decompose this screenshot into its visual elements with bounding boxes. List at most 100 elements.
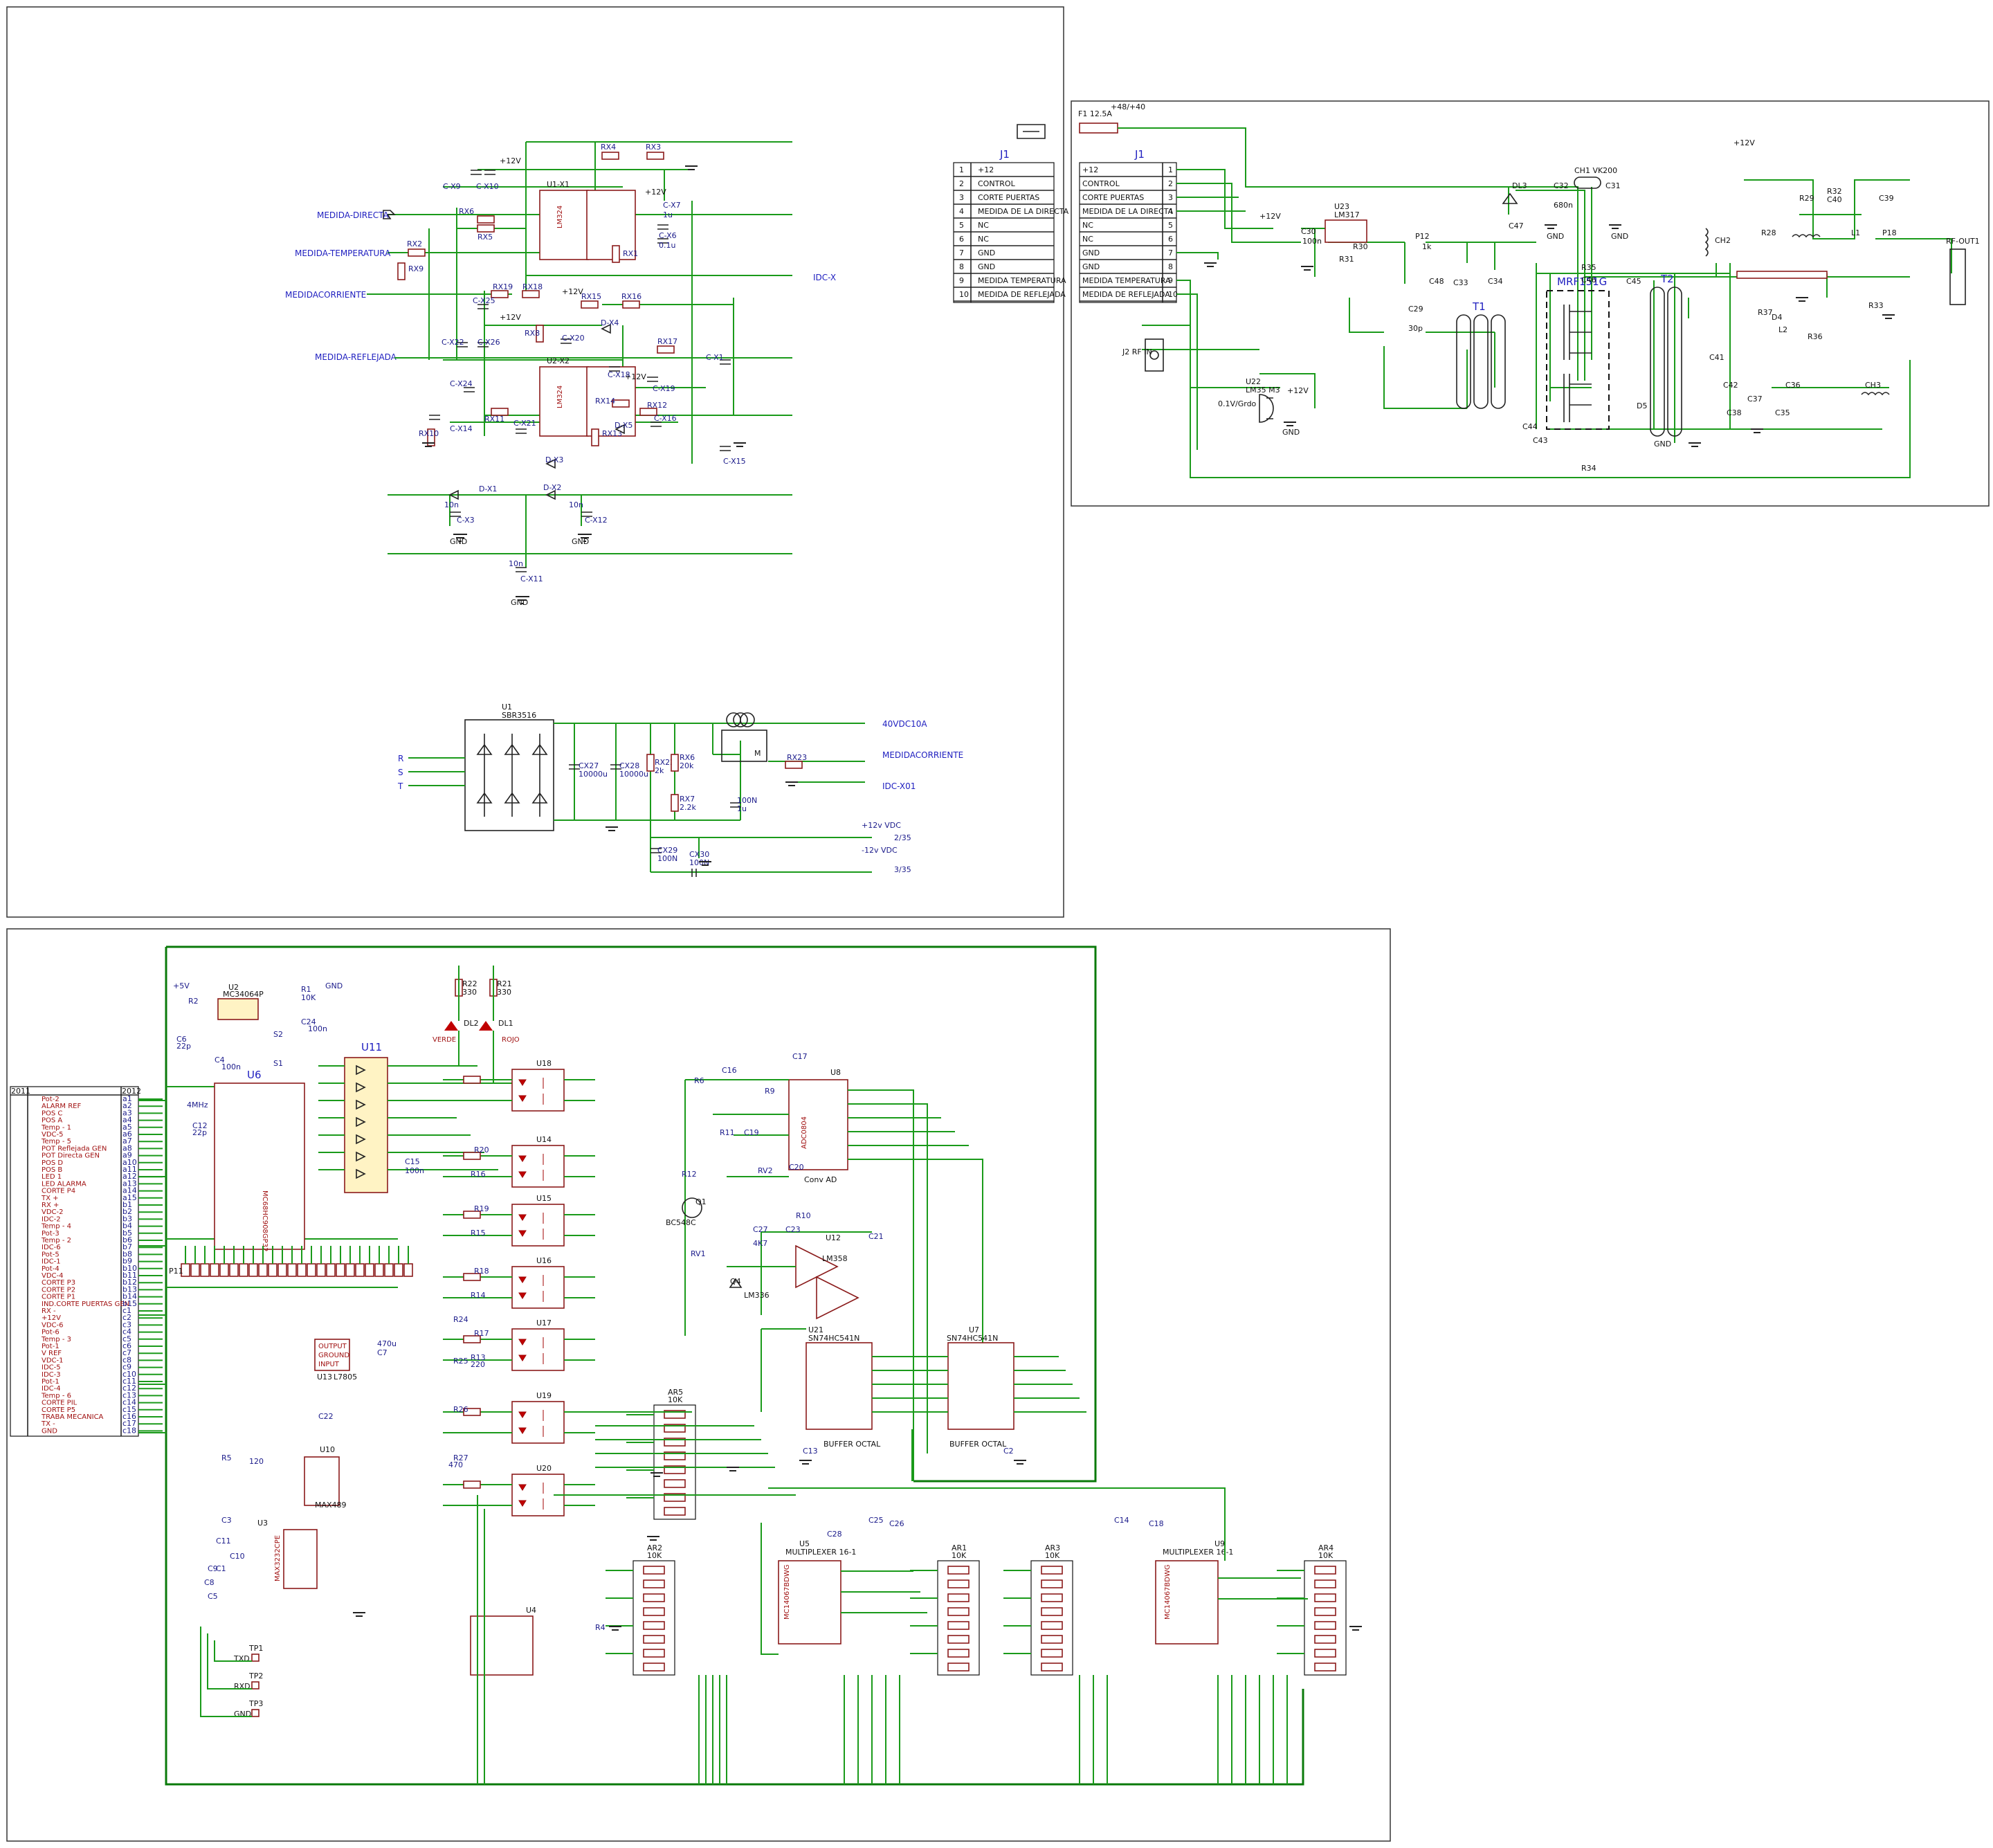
bottom-part-label: R9	[765, 1087, 775, 1096]
bottom-part-label: R18	[474, 1267, 489, 1276]
table-signal-name: TRABA MECANICA	[41, 1413, 104, 1421]
j1-row-signal: MEDIDA DE LA DIRECTA	[978, 207, 1069, 216]
dl1-label: DL1	[498, 1019, 513, 1028]
dx1-label: D-X1	[479, 484, 497, 493]
bottom-part-label: R10	[796, 1211, 811, 1220]
panel-rf-frame	[1071, 100, 1990, 507]
j1-row-number: 10	[1168, 290, 1178, 299]
table-signal-name: IDC-6	[42, 1244, 61, 1251]
rf-part-label: C32	[1554, 181, 1569, 190]
j1-row-number: 5	[959, 221, 964, 230]
table-pin-id: c12	[122, 1384, 136, 1393]
array-resistor	[1041, 1635, 1063, 1644]
u10-label: U10	[320, 1445, 335, 1454]
table-pin-id: b8	[122, 1249, 132, 1258]
bridge-name: U1	[502, 703, 512, 712]
j1-row-signal: CONTROL	[978, 179, 1016, 188]
bottom-part-label: R26	[453, 1405, 468, 1414]
table-pin-id: a8	[122, 1143, 132, 1152]
u10-part: MAX489	[315, 1501, 347, 1510]
u7-caption: BUFFER OCTAL	[949, 1440, 1007, 1449]
r21-label: R21	[497, 979, 512, 988]
dl3-label: DL3	[1512, 181, 1527, 190]
table-pin-id: c14	[122, 1398, 136, 1407]
j1-row-number: 1	[959, 165, 964, 174]
bottom-part-label: C23	[785, 1225, 801, 1234]
u12-label: U12	[826, 1233, 841, 1242]
cx30-val: 100N	[689, 858, 709, 867]
array-resistor	[947, 1579, 970, 1588]
u1-part: LM324	[556, 206, 564, 228]
bottom-part-label: C24	[301, 1017, 316, 1026]
bottom-part-label: 100n	[405, 1166, 424, 1175]
bottom-part-label: 100n	[221, 1062, 241, 1071]
dx3-label: D-X3	[545, 455, 563, 464]
bottom-part-label: C21	[868, 1232, 884, 1241]
table-signal-name: Pot-5	[42, 1251, 60, 1258]
rf-part-label: R35	[1581, 263, 1596, 272]
rf-v12-2: +12V	[1287, 386, 1309, 395]
table-pin-id: b4	[122, 1222, 132, 1231]
rf-part-label: C47	[1509, 221, 1524, 230]
bottom-part-label: C2	[1003, 1447, 1014, 1456]
opto-resistor	[463, 1211, 481, 1219]
table-signal-name: IDC-3	[42, 1371, 61, 1379]
array-resistor	[1314, 1579, 1336, 1588]
array-resistor	[643, 1566, 665, 1575]
cx20-label: C-X20	[562, 334, 585, 343]
v12-label-4: +12V	[500, 313, 521, 322]
j1-row-signal: GND	[978, 248, 995, 257]
j1-rf-title: J1	[1134, 148, 1145, 161]
array-resistor	[643, 1621, 665, 1630]
table-signal-name: GND	[42, 1427, 57, 1435]
j1-row-signal: NC	[1082, 221, 1093, 230]
table-signal-name: IDC-1	[42, 1258, 61, 1266]
cx14-label: C-X14	[450, 424, 473, 433]
p11-pin	[336, 1263, 345, 1277]
table-signal-name: Pot-2	[42, 1096, 60, 1103]
array-resistor	[1314, 1607, 1336, 1616]
rf-part-label: R28	[1761, 228, 1776, 237]
opto-led-icon	[518, 1410, 544, 1437]
rf-part-label: 100n	[1302, 237, 1322, 246]
table-pin-id: c5	[122, 1334, 131, 1343]
bottom-part-label: R15	[471, 1229, 486, 1238]
bottom-part-label: 470u	[377, 1339, 397, 1348]
p11-pin	[374, 1263, 384, 1277]
table-signal-name: CORTE P5	[42, 1406, 75, 1414]
cx6-val: 0.1u	[659, 241, 675, 250]
array-body	[653, 1404, 696, 1520]
p11-pin	[219, 1263, 229, 1277]
table-pin-id: a13	[122, 1179, 137, 1188]
u13-input: INPUT	[318, 1361, 340, 1368]
cx3-val: 10n	[444, 500, 459, 509]
p11-pin	[403, 1263, 413, 1277]
bottom-part-label: C26	[889, 1519, 904, 1528]
array-value: 10K	[952, 1551, 967, 1560]
opto-label: U16	[536, 1256, 552, 1265]
t2-label: T2	[1660, 273, 1674, 285]
cx12-label: C-X12	[585, 516, 608, 525]
supply-in-t: T	[397, 781, 403, 791]
rf-part-label: R31	[1339, 255, 1354, 264]
opto-label: U19	[536, 1391, 552, 1400]
table-signal-name: ALARM REF	[42, 1103, 82, 1110]
mcu-part: MC68HC908GP32	[261, 1190, 269, 1251]
table-pin-id: a11	[122, 1165, 137, 1174]
rf-in-label: J2 RF IN	[1122, 347, 1152, 356]
tp3-label: TP3	[248, 1699, 263, 1708]
bottom-part-label: C15	[405, 1157, 420, 1166]
array-body	[1304, 1560, 1347, 1676]
net-40vdc: 40VDC10A	[882, 719, 927, 729]
rf-part-label: R33	[1868, 301, 1884, 310]
table-signal-name: Temp - 5	[41, 1138, 71, 1145]
bottom-part-label: R27	[453, 1453, 468, 1462]
p11-pin	[239, 1263, 248, 1277]
j1-row-number: 7	[1168, 248, 1173, 257]
table-signal-name: Pot-6	[42, 1329, 60, 1337]
rf-part-label: C44	[1522, 422, 1538, 431]
array-resistor	[643, 1593, 665, 1602]
bottom-part-label: R2	[188, 997, 199, 1006]
j1-row-number: 8	[1168, 262, 1173, 271]
